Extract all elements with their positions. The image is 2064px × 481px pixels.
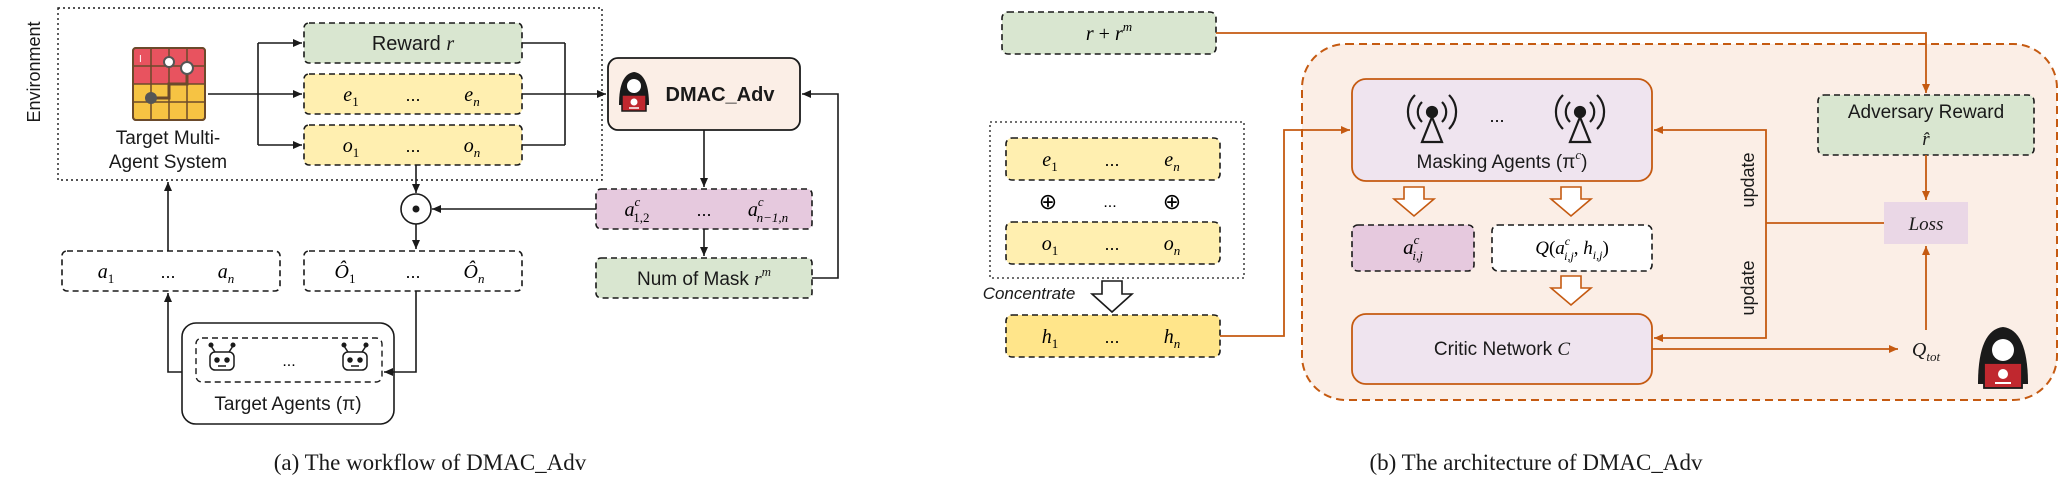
e1-label: e1 [343, 84, 358, 109]
antenna-icon-right [1554, 94, 1606, 144]
num-mask-label: Num of Mask rm [637, 264, 771, 290]
arch-h-ellipsis: ... [1104, 327, 1119, 347]
input-group-box [989, 121, 1245, 279]
masked-obs-last: Ôn [464, 259, 485, 286]
arch-e1: e1 [1042, 149, 1057, 174]
masking-ellipsis: ... [1489, 106, 1504, 126]
agents-ellipsis: ... [282, 353, 295, 370]
reward-to-adversary-arrow [1216, 32, 1930, 93]
en-label: en [464, 84, 479, 109]
arch-o-row-box [1005, 221, 1221, 265]
robot-icon-right [341, 342, 369, 371]
arch-h1: h1 [1042, 326, 1059, 351]
actions-box [61, 250, 281, 292]
odot-center [412, 205, 420, 213]
oplus-ellipsis: ... [1103, 194, 1116, 211]
dmac-adv-label: DMAC_Adv [666, 84, 776, 106]
caption-a: (a) The workflow of DMAC_Adv [274, 450, 587, 475]
reward-sum-label: r + rm [1086, 19, 1132, 45]
action-ij-box [1351, 224, 1475, 272]
q-to-critic-arrow [1548, 275, 1594, 307]
concentrate-arrow [1089, 280, 1135, 314]
oplus-right: ⊕ [1163, 189, 1181, 214]
update-arrows [1654, 126, 1884, 342]
critic-network-label: Critic Network C [1434, 339, 1571, 360]
antenna-icon-left [1406, 94, 1458, 144]
num-mask-box [595, 257, 813, 299]
actions-ellipsis: ... [160, 262, 175, 282]
o1-label: o1 [343, 135, 360, 160]
arch-h-row-box [1005, 314, 1221, 358]
r-hat-label: r̂ [1922, 129, 1930, 150]
adversary-reward-label: Adversary Reward [1848, 102, 2004, 123]
env-fanout-arrows [208, 39, 302, 149]
o-row-ellipsis: ... [405, 136, 420, 156]
masked-obs-ellipsis: ... [405, 262, 420, 282]
caption-b: (b) The architecture of DMAC_Adv [1370, 450, 1703, 475]
target-mas-line1: Target Multi- [116, 128, 221, 149]
q-value-box [1491, 224, 1653, 272]
arch-o1: o1 [1042, 233, 1059, 258]
on-label: on [464, 135, 481, 160]
workflow-panel: Environment I Target Multi- Agent System [24, 7, 839, 475]
hacker-icon [619, 72, 649, 112]
arch-hn: hn [1164, 326, 1181, 351]
concentrate-label: Concentrate [983, 284, 1076, 303]
target-mas-line2: Agent System [109, 152, 227, 173]
target-agents-label: Target Agents (π) [214, 394, 361, 415]
action-last: an [218, 261, 235, 286]
reward-label: Reward r [372, 33, 454, 55]
e-row-ellipsis: ... [405, 85, 420, 105]
masking-agents-box [1351, 78, 1653, 182]
arch-en: en [1164, 149, 1179, 174]
arch-e-ellipsis: ... [1104, 150, 1119, 170]
masking-to-q-arrow [1548, 186, 1594, 218]
q-tot-label: Qtot [1912, 339, 1941, 364]
loss-label: Loss [1908, 214, 1944, 235]
update-label-top: update [1738, 152, 1758, 207]
masked-obs-to-agents-arrow [384, 291, 417, 376]
arch-o-ellipsis: ... [1104, 234, 1119, 254]
target-agents-inner-box [195, 337, 383, 383]
masked-obs-box [303, 250, 523, 292]
arch-e-row-box [1005, 137, 1221, 181]
svg-text:I: I [139, 54, 142, 65]
hacker-icon-large [1978, 327, 2028, 389]
num-mask-feedback-arrow [802, 90, 839, 279]
loss-box [1884, 202, 1968, 244]
update-label-bottom: update [1738, 260, 1758, 315]
architecture-panel: r + rm e1 ... en ⊕ ... ⊕ o1 ... on Conce… [983, 11, 2058, 475]
robot-icon-left [208, 342, 236, 371]
action-first: a1 [98, 261, 115, 286]
masked-obs-first: Ô1 [335, 259, 356, 286]
masking-agents-label: Masking Agents (πc) [1417, 147, 1588, 173]
mask-actions-ellipsis: ... [696, 200, 711, 220]
masking-to-action-arrow [1391, 186, 1437, 218]
arch-on: on [1164, 233, 1181, 258]
environment-label: Environment [24, 21, 44, 122]
h-to-masking-arrow [1220, 126, 1350, 337]
oplus-left: ⊕ [1039, 189, 1057, 214]
reward-sum-box [1001, 11, 1217, 55]
grid-world-icon: I [132, 47, 206, 121]
agents-to-actions-arrow [164, 293, 182, 373]
env-to-dmac-arrows [522, 42, 606, 146]
